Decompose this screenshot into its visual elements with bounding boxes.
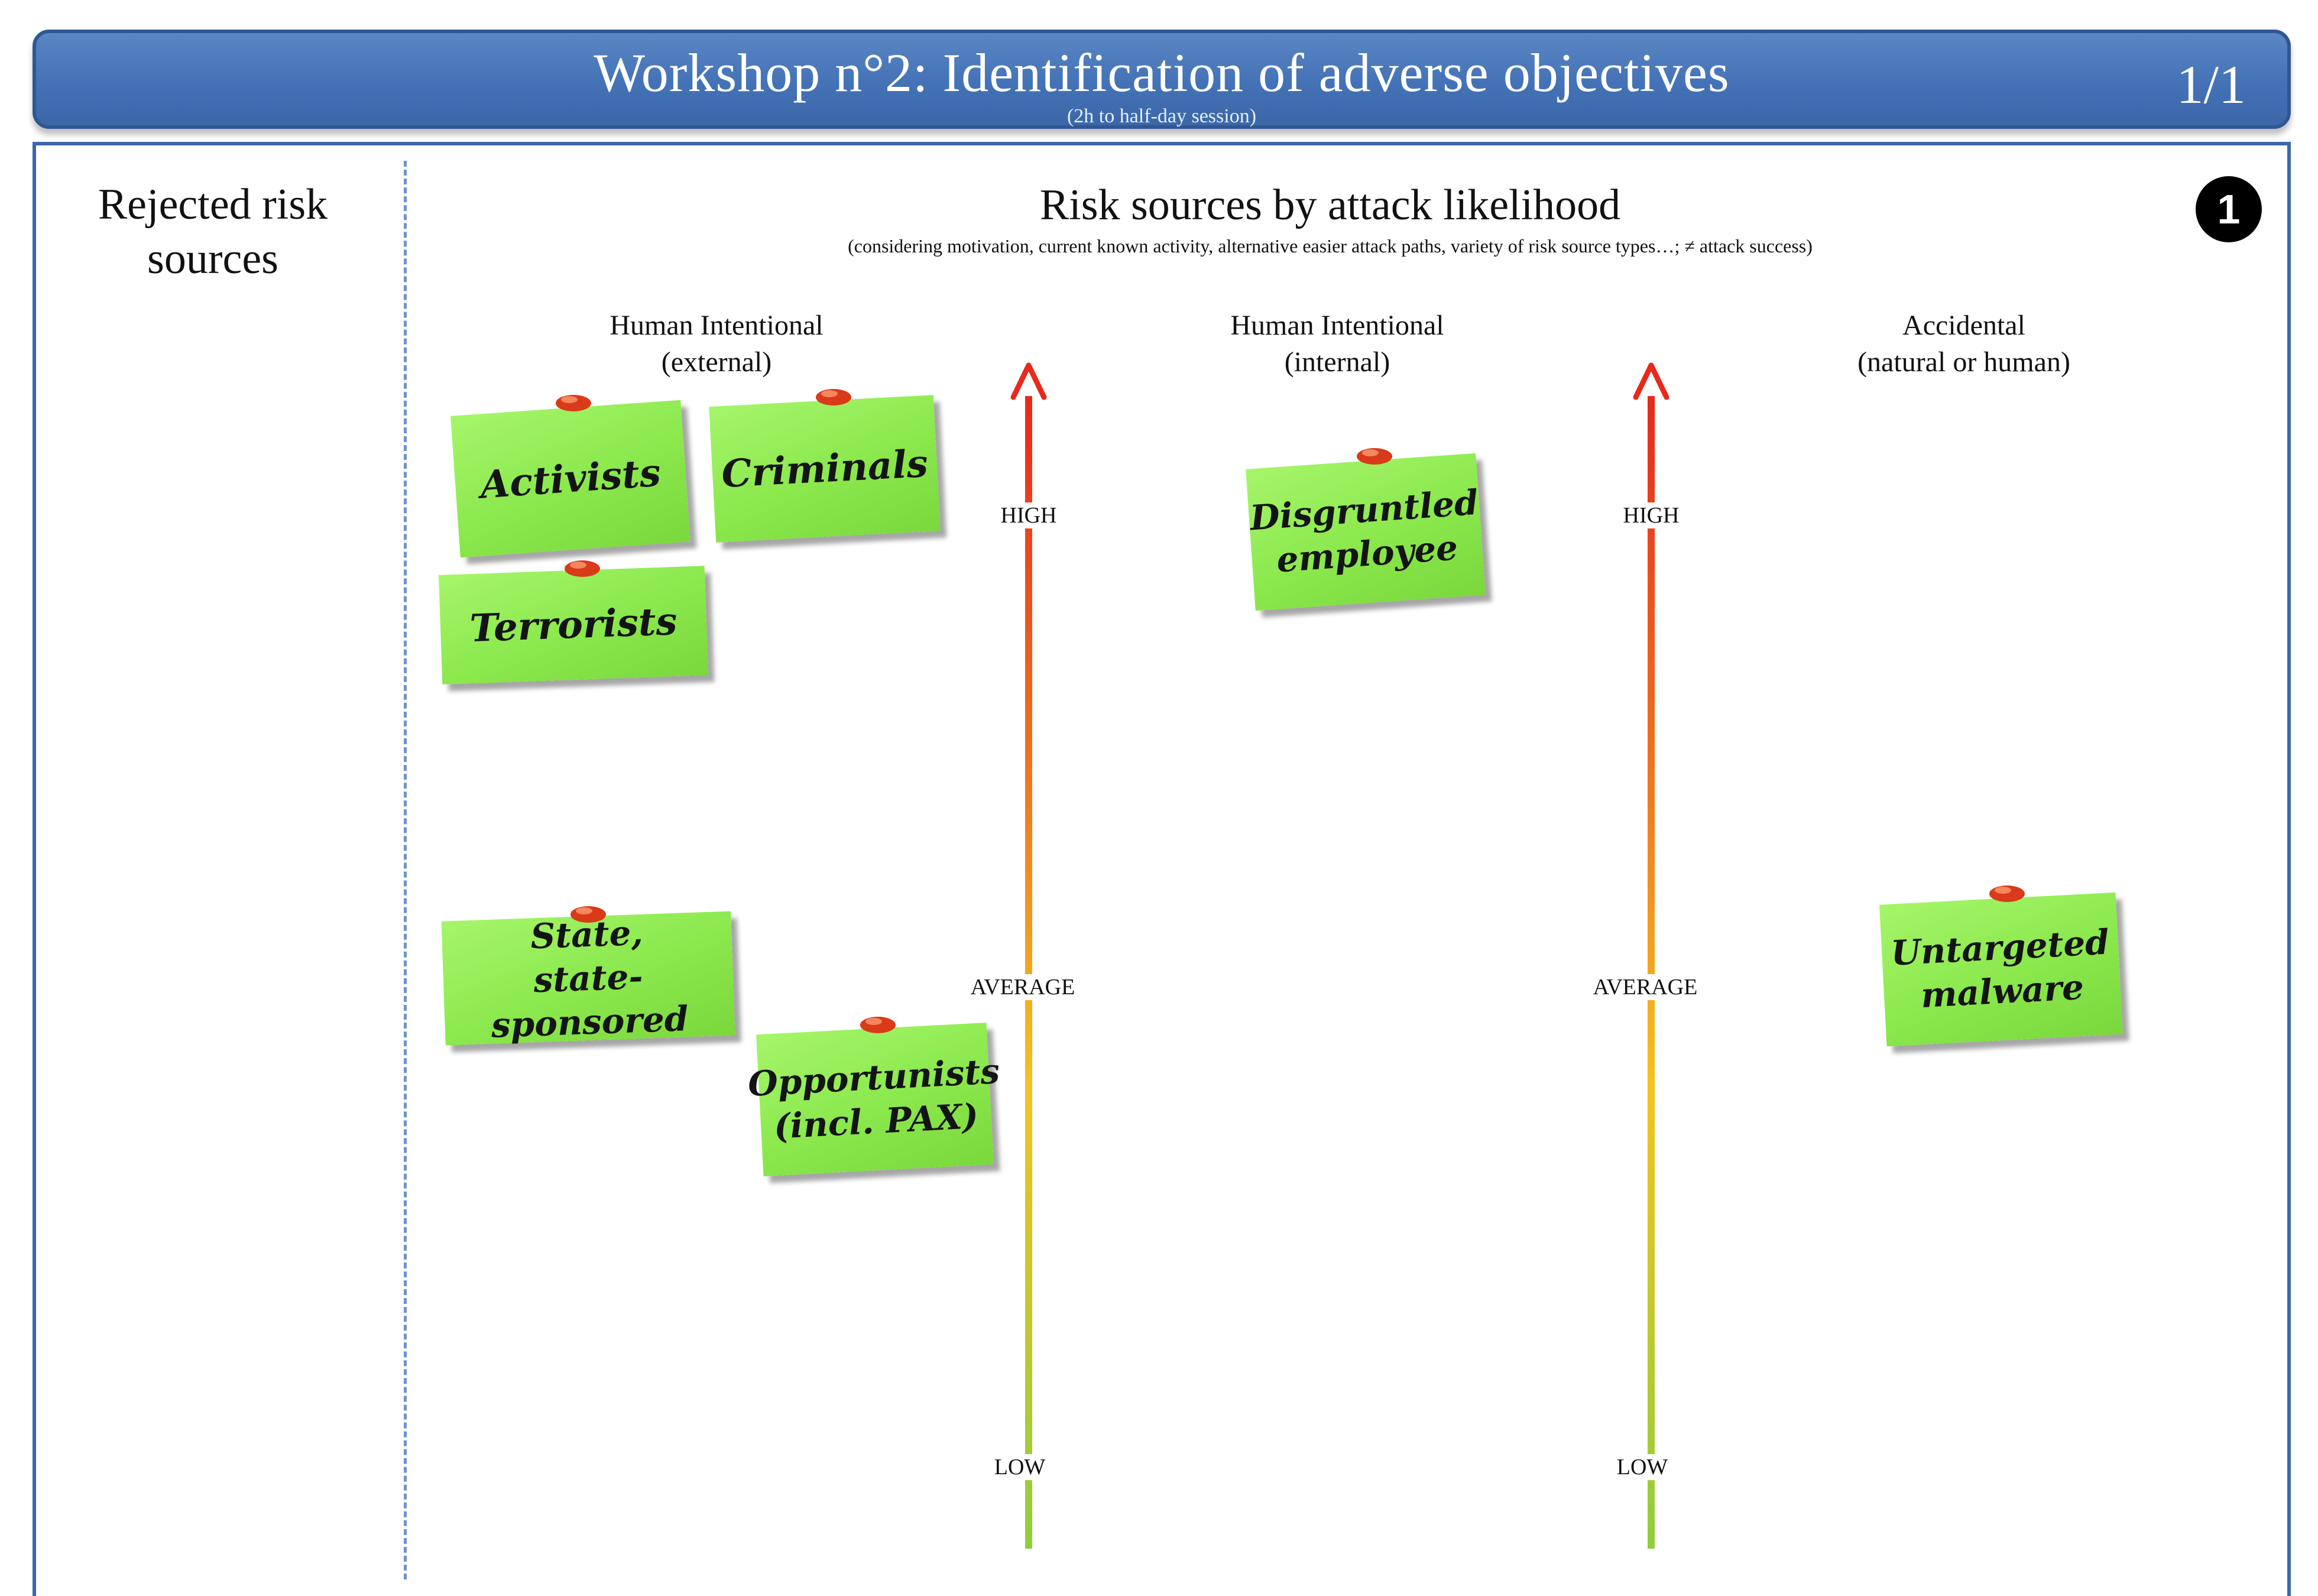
column-title: Human Intentional [610,310,824,341]
column-divider [404,161,407,1579]
column-title: Accidental [1902,310,2025,341]
column-header-accidental: Accidental (natural or human) [1757,307,2171,381]
axis-label-average: AVERAGE [952,974,1094,1000]
axis-label-low: LOW [949,1454,1091,1480]
column-detail: (natural or human) [1857,346,2070,378]
sticky-note-disgruntled-employee[interactable]: Disgruntled employee [1246,453,1486,611]
sticky-note-state-sponsored[interactable]: State, state-sponsored [441,911,735,1046]
sticky-note-opportunists[interactable]: Opportunists (incl. PAX) [747,1022,1001,1177]
red-pushpin-icon [816,389,851,406]
axis-label-high: HIGH [958,502,1100,528]
red-pushpin-icon [556,395,591,411]
red-pushpin-icon [1989,885,2025,902]
rejected-risk-sources-title: Rejected risk sources [98,180,328,283]
red-pushpin-icon [860,1017,896,1033]
column-header-internal: Human Intentional (internal) [1130,307,1544,381]
chart-subtitle: (considering motivation, current known a… [848,235,1813,257]
red-pushpin-icon [565,560,600,577]
likelihood-axis-arrow [1633,362,1669,1549]
sticky-note-untargeted-malware[interactable]: Untargeted malware [1879,892,2124,1047]
red-pushpin-icon [1357,448,1392,465]
workshop-duration: (2h to half-day session) [1066,105,1257,127]
axis-label-low: LOW [1571,1454,1713,1480]
sticky-note-terrorists[interactable]: Terrorists [438,566,709,685]
step-number-badge: 1 [2196,176,2262,242]
header-banner: Workshop n°2: Identification of adverse … [33,30,2291,129]
column-detail: (internal) [1284,346,1390,378]
column-detail: (external) [661,346,772,378]
chart-title: Risk sources by attack likelihood [1039,181,1621,229]
sticky-note-activists[interactable]: Activists [450,400,690,558]
column-header-external: Human Intentional (external) [510,307,923,381]
page-indicator: 1/1 [2176,54,2246,115]
red-pushpin-icon [570,906,606,923]
sticky-note-criminals[interactable]: Criminals [709,395,941,543]
likelihood-axis-arrow [1010,362,1047,1549]
column-title: Human Intentional [1230,310,1444,341]
axis-label-average: AVERAGE [1574,974,1716,1000]
workshop-title: Workshop n°2: Identification of adverse … [594,43,1730,103]
axis-label-high: HIGH [1580,502,1722,528]
content-frame [33,142,2291,1596]
